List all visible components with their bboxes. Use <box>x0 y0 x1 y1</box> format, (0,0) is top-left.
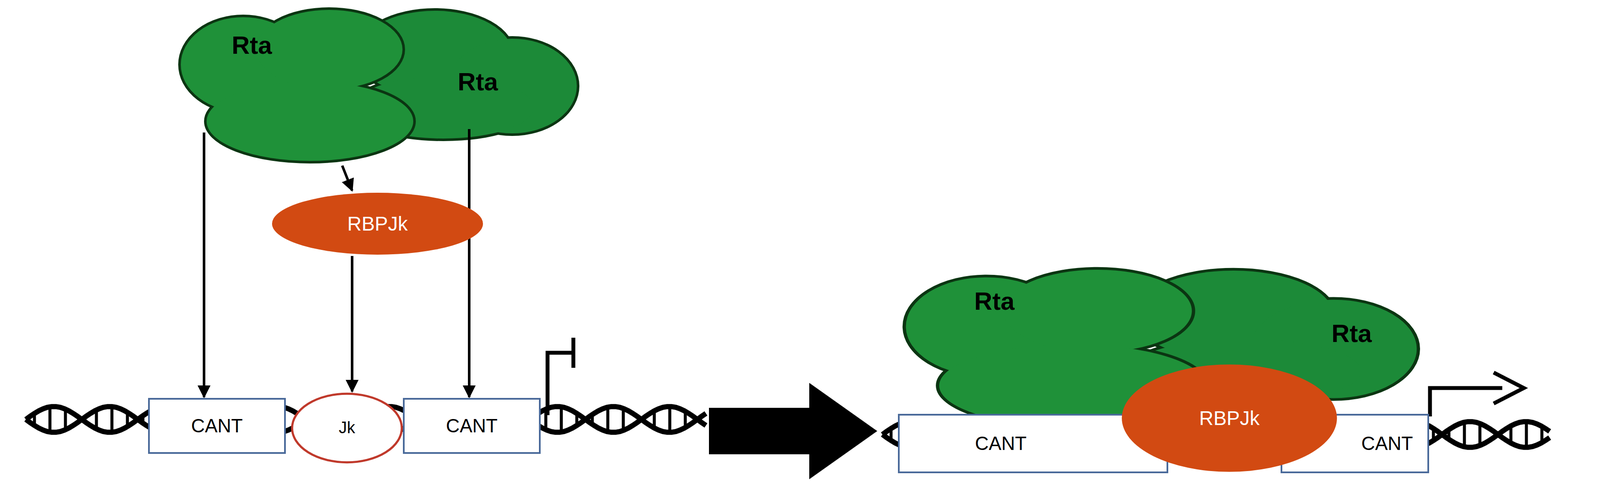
jk-site: Jk <box>290 392 403 465</box>
rbpjk-protein: RBPJk <box>269 191 486 257</box>
node-label: Rta <box>457 68 498 96</box>
dna-rung <box>652 411 657 429</box>
dna-rung <box>48 407 52 433</box>
node-label: CANT <box>1361 433 1414 455</box>
dna-rung <box>64 409 68 431</box>
cant-element: CANT <box>402 398 541 455</box>
dna-rung <box>95 410 99 430</box>
rta-protein: Rta <box>903 271 1180 409</box>
dna-rung <box>606 407 610 432</box>
node-label: RBPJk <box>1199 407 1260 430</box>
node-label: Rta <box>231 31 272 59</box>
dna-rung <box>668 406 672 433</box>
dna-rung <box>126 412 130 428</box>
node-label: RBPJk <box>347 213 409 236</box>
dna-rung <box>110 406 114 433</box>
dna-rung <box>1478 423 1482 446</box>
rta-protein: Rta <box>180 12 388 166</box>
arrow-connector <box>342 165 353 191</box>
transition-arrow <box>708 383 878 480</box>
dna-rung <box>1509 426 1513 444</box>
cant-element: CANT <box>148 398 286 455</box>
dna-rung <box>683 411 688 428</box>
promoter-arrowhead <box>1493 372 1524 404</box>
dna-rung <box>575 413 579 426</box>
rbpjk-protein: RBPJk <box>1119 362 1340 475</box>
rta-protein: Rta <box>370 17 577 134</box>
node-label: Rta <box>974 287 1015 316</box>
rta-cloud <box>180 9 577 161</box>
node-label: CANT <box>974 433 1027 455</box>
promoter-blocked <box>547 352 573 416</box>
block-bar <box>571 337 576 369</box>
node-label: Rta <box>1331 319 1372 348</box>
node-label: CANT <box>191 415 243 437</box>
arrow-connector <box>202 132 206 398</box>
dna-rung <box>591 414 595 425</box>
dna-rung <box>560 407 564 433</box>
dna-rung <box>1432 428 1436 441</box>
dna-rung <box>33 413 37 426</box>
dna-rung <box>889 428 893 441</box>
dna-rung <box>1447 430 1451 440</box>
promoter-active <box>1429 388 1503 417</box>
dna-rung <box>141 415 145 424</box>
node-label: CANT <box>445 415 498 437</box>
dna-rung <box>1540 426 1544 443</box>
arrow-connector <box>350 256 354 392</box>
node-label: Jk <box>338 419 356 438</box>
dna-rung <box>1463 422 1467 447</box>
dna-rung <box>1525 421 1529 448</box>
arrow-connector <box>467 129 471 398</box>
dna-rung <box>622 408 626 431</box>
